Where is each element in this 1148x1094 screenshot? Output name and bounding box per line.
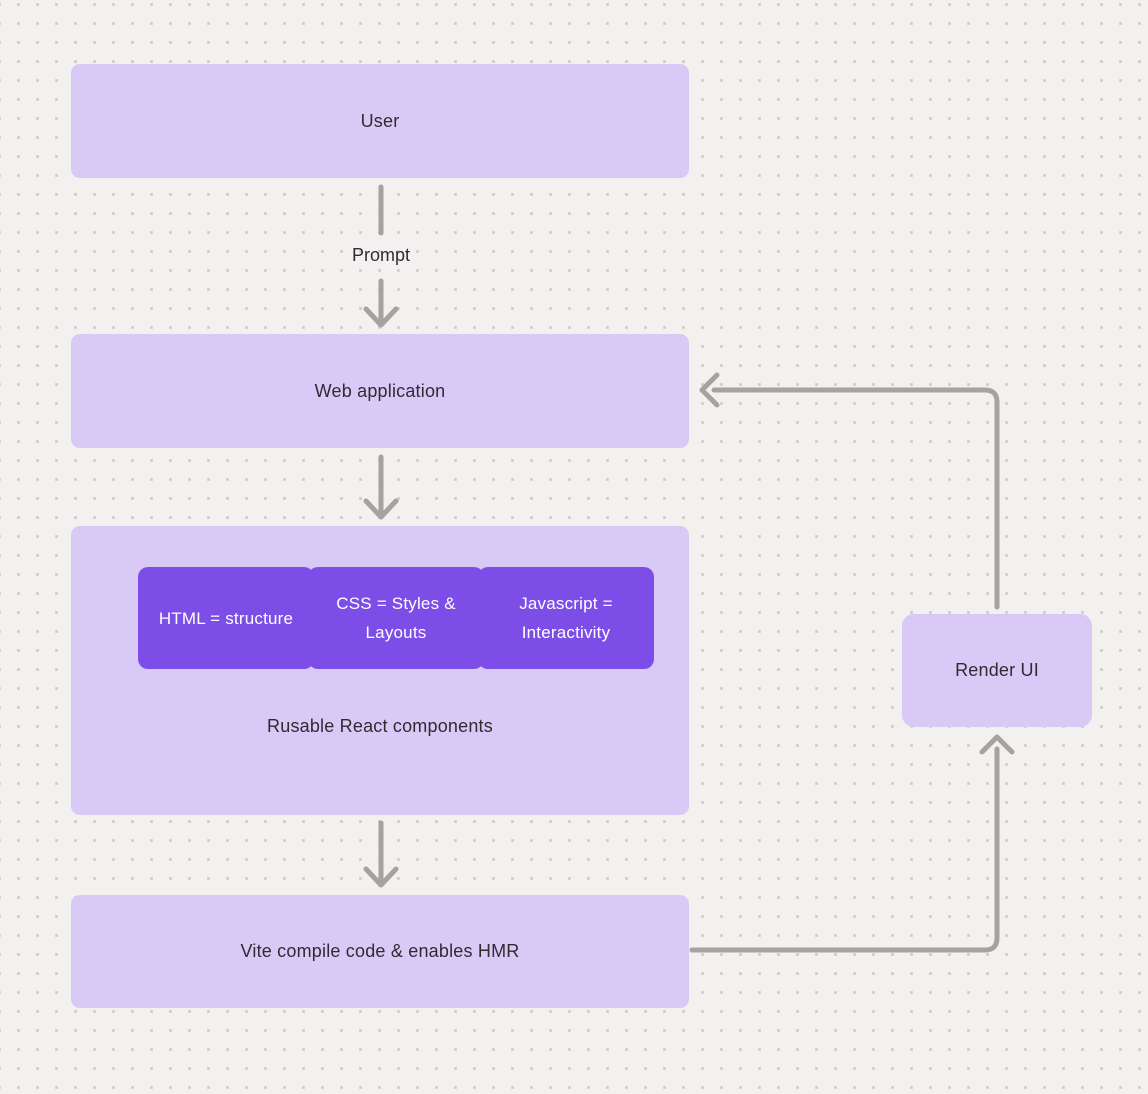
node-html[interactable]: HTML = structure: [138, 567, 314, 669]
arrowhead-down-vite: [363, 866, 399, 888]
edge-renderui-to-webapp: [711, 387, 1000, 610]
node-components-group-label: Rusable React components: [267, 716, 493, 736]
node-vite-label: Vite compile code & enables HMR: [240, 941, 520, 961]
node-web-application[interactable]: Web application: [71, 334, 689, 448]
node-user-label: User: [360, 110, 400, 131]
node-vite[interactable]: Vite compile code & enables HMR: [71, 895, 689, 1008]
edge-label-prompt: Prompt: [351, 245, 411, 265]
edge-vite-to-renderui: [689, 746, 1000, 953]
arrowhead-down-components: [363, 498, 399, 520]
node-javascript-label: Javascript = Interactivity: [519, 594, 613, 642]
node-css[interactable]: CSS = Styles & Layouts: [308, 567, 484, 669]
node-render-ui-label: Render UI: [955, 660, 1039, 680]
node-web-application-label: Web application: [314, 380, 446, 401]
node-javascript[interactable]: Javascript = Interactivity: [478, 567, 654, 669]
node-user[interactable]: User: [71, 64, 689, 178]
node-html-label: HTML = structure: [158, 608, 294, 628]
node-render-ui[interactable]: Render UI: [902, 614, 1092, 727]
arrowhead-up-renderui: [979, 734, 1015, 755]
node-components-group[interactable]: HTML = structure CSS = Styles & Layouts …: [71, 526, 689, 815]
node-css-label: CSS = Styles & Layouts: [336, 594, 456, 642]
arrowhead-left-webapp: [699, 372, 720, 408]
arrowhead-down-webapp: [363, 306, 399, 328]
